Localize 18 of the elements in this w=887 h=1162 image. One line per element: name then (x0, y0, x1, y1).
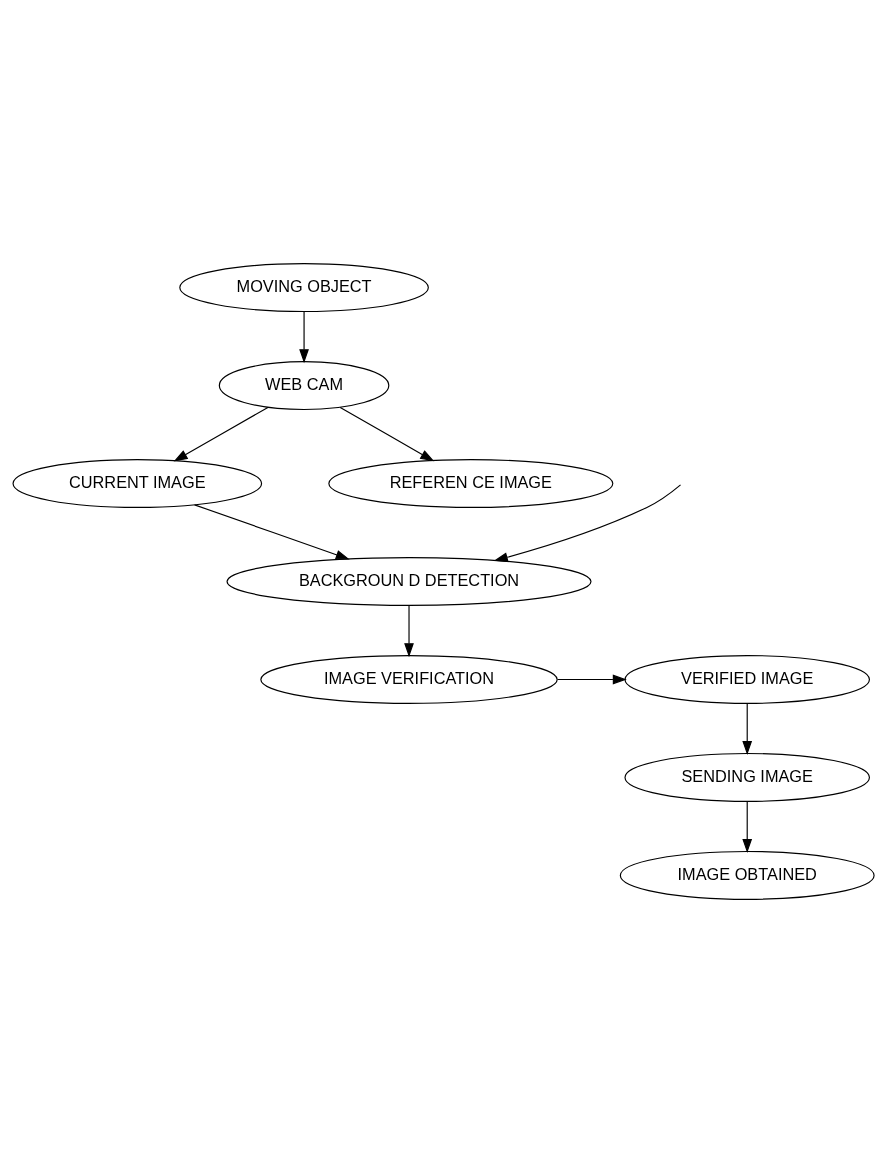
node-ellipse: IMAGE VERIFICATION (260, 654, 558, 704)
arrow (557, 674, 627, 684)
node-ellipse: VERIFIED IMAGE (624, 654, 870, 704)
node-ellipse: REFEREN CE IMAGE (328, 458, 614, 508)
arrow (339, 406, 435, 461)
arrow (493, 483, 682, 562)
node-ellipse: CURRENT IMAGE (12, 458, 263, 508)
node-ellipse: MOVING OBJECT (179, 262, 429, 312)
arrow (173, 406, 269, 462)
node-ellipse: BACKGROUN D DETECTION (226, 556, 592, 606)
arrow (742, 702, 753, 755)
arrow (404, 604, 414, 657)
arrow (742, 800, 753, 853)
arrow (194, 503, 350, 559)
node-ellipse: WEB CAM (218, 360, 390, 410)
arrow (299, 310, 309, 363)
node-ellipse: SENDING IMAGE (624, 752, 870, 802)
node-ellipse: IMAGE OBTAINED (619, 850, 875, 900)
